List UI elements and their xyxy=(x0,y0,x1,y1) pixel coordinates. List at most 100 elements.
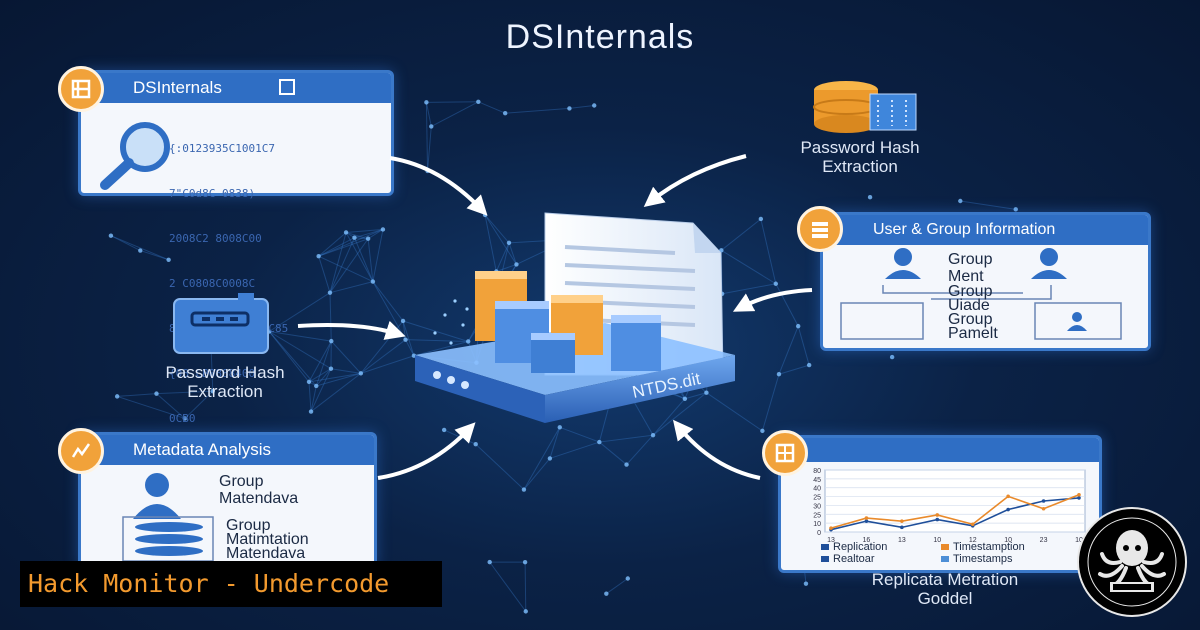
chart-point xyxy=(1077,496,1081,500)
network-node xyxy=(806,362,812,368)
network-node xyxy=(624,462,629,467)
text-line: Matendava xyxy=(219,490,299,507)
caption-line: Goddel xyxy=(917,589,973,608)
network-node xyxy=(154,391,159,396)
network-link xyxy=(626,434,654,465)
user-group-tree-diagram xyxy=(840,248,1122,340)
text-line: Ment xyxy=(948,268,984,285)
network-node xyxy=(365,236,371,241)
network-node xyxy=(1013,207,1018,212)
network-link xyxy=(495,242,510,272)
network-node xyxy=(760,428,765,434)
network-link xyxy=(318,232,347,257)
user-icon xyxy=(133,473,181,519)
network-link xyxy=(184,390,214,419)
network-link xyxy=(308,368,332,383)
chart-point xyxy=(864,516,869,520)
chart-point xyxy=(1006,507,1010,512)
chart-x-tick-label: 12 xyxy=(969,537,977,544)
chart-legend-swatch xyxy=(821,544,829,550)
chart-y-tick-label: 40 xyxy=(813,486,821,493)
network-node xyxy=(795,323,801,329)
chart-y-tick-label: 30 xyxy=(813,503,821,510)
code-line: {:0123935C1001C7 xyxy=(169,142,275,155)
network-link xyxy=(760,218,777,284)
user-group-panel: User & Group Information Group Ment Grou… xyxy=(820,212,1151,351)
text-line: Group xyxy=(226,517,271,534)
network-node xyxy=(650,432,656,438)
magnifier-icon xyxy=(100,122,170,190)
text-line: Uiade xyxy=(948,297,990,314)
network-link xyxy=(652,392,707,436)
footer-banner: Hack Monitor - Undercode xyxy=(20,561,442,607)
network-link xyxy=(523,458,551,490)
network-node xyxy=(306,379,312,385)
metadata-panel-header: Metadata Analysis xyxy=(81,435,374,465)
code-line: {08 CB0888400 xyxy=(169,367,256,380)
text-line: Group xyxy=(948,251,993,268)
network-link xyxy=(268,292,331,332)
code-line: 2 C0808C0008C xyxy=(169,277,256,290)
chart-x-tick-label: 16 xyxy=(863,537,871,544)
arrow-from-replication xyxy=(672,419,761,480)
network-link xyxy=(156,393,186,419)
network-node xyxy=(308,409,314,414)
network-link xyxy=(778,364,810,375)
keycard-icon xyxy=(173,293,269,354)
replication-caption: Replicata Metration Goddel xyxy=(780,570,1110,608)
chart-point xyxy=(1006,494,1010,499)
network-link xyxy=(484,214,510,244)
network-node xyxy=(166,257,171,262)
arrow-from-metadata xyxy=(377,422,476,480)
network-link xyxy=(778,325,799,375)
arrow-from-dsinternals xyxy=(389,156,488,216)
chart-point xyxy=(1041,506,1046,511)
network-node xyxy=(114,394,120,399)
caption-line: Password Hash xyxy=(800,138,920,157)
network-link xyxy=(505,107,570,114)
user-group-panel-header: User & Group Information xyxy=(823,215,1148,245)
network-link xyxy=(606,578,629,595)
network-link xyxy=(353,237,374,282)
caption-line: Extraction xyxy=(187,382,263,401)
chart-legend-label: Timestamption xyxy=(953,541,1025,553)
network-link xyxy=(508,242,517,265)
chart-x-tick-label: 23 xyxy=(1040,537,1048,544)
network-node xyxy=(567,106,572,111)
network-node xyxy=(776,372,782,377)
network-node xyxy=(502,111,508,116)
network-link xyxy=(110,235,141,251)
network-node xyxy=(719,248,724,253)
network-link xyxy=(269,331,332,342)
network-link xyxy=(345,231,369,240)
network-node xyxy=(523,609,528,614)
network-link xyxy=(117,393,157,397)
user-group-text-2: Group Uiade Group Pamelt xyxy=(948,284,998,342)
chart-y-tick-label: 25 xyxy=(813,495,821,502)
arrow-from-hash-left xyxy=(297,320,406,340)
chart-x-tick-label: 10 xyxy=(1075,537,1083,544)
network-link xyxy=(427,126,432,171)
network-link xyxy=(140,250,169,261)
chart-x-tick-label: 13 xyxy=(827,537,835,544)
network-link xyxy=(310,372,362,412)
network-link xyxy=(318,228,384,257)
network-link xyxy=(761,374,780,432)
chart-point xyxy=(1077,493,1081,497)
metadata-panel: Metadata Analysis Group Matendava Group … xyxy=(78,432,377,568)
chart-point xyxy=(864,519,869,523)
network-node xyxy=(592,103,597,108)
password-hash-caption-left: Password Hash Extraction xyxy=(120,363,330,401)
chart-y-tick-label: 25 xyxy=(813,512,821,519)
network-link xyxy=(360,355,415,374)
chart-legend-swatch xyxy=(941,556,949,562)
network-node xyxy=(758,216,764,222)
network-link xyxy=(475,443,525,490)
chart-legend-label: Replication xyxy=(833,541,887,553)
network-link xyxy=(652,398,686,436)
network-link xyxy=(329,238,369,293)
chart-legend-swatch xyxy=(941,544,949,550)
network-link xyxy=(489,561,527,612)
